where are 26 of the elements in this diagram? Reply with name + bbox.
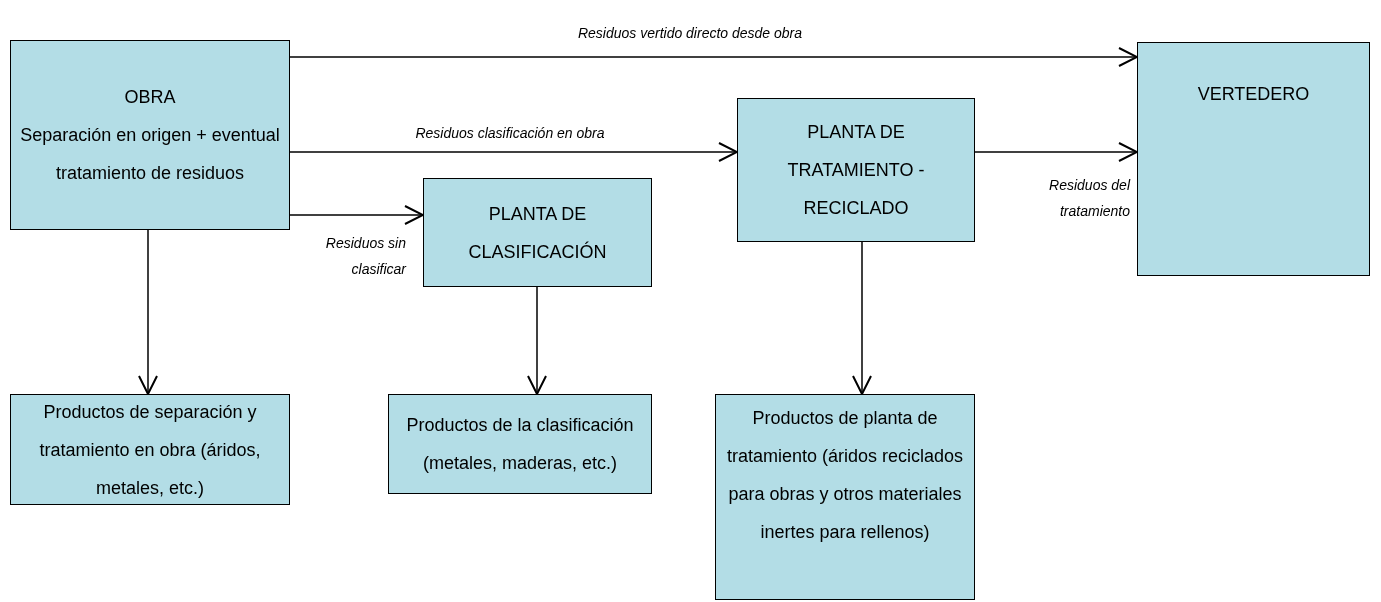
box-text: PLANTA DE CLASIFICACIÓN <box>467 202 608 264</box>
edge-label: Residuos del tratamiento <box>1048 176 1130 221</box>
process-box <box>423 178 652 287</box>
box-text: Separación en origen + eventual tratamiento de residuos <box>19 124 281 185</box>
process-box <box>388 394 652 494</box>
process-box <box>10 394 290 505</box>
edge-label: Residuos sin clasificar <box>324 234 406 279</box>
edge-label: Residuos clasificación en obra <box>414 124 606 143</box>
arrow <box>289 205 424 225</box>
process-box <box>737 98 975 242</box>
arrow <box>289 142 738 162</box>
box-text: VERTEDERO <box>1197 83 1310 106</box>
process-box <box>1137 42 1370 276</box>
box-text: Productos de la clasificación (metales, maderas, etc.) <box>405 414 635 475</box>
box-text: Productos de separación y tratamiento en obra (áridos, metales, etc.) <box>38 400 262 500</box>
arrow <box>138 229 158 395</box>
edge-label: Residuos vertido directo desde obra <box>576 24 804 43</box>
arrow <box>852 241 872 395</box>
process-box <box>10 40 290 230</box>
box-text: PLANTA DE TRATAMIENTO - RECICLADO <box>786 121 926 220</box>
arrow <box>527 286 547 395</box>
process-box <box>715 394 975 600</box>
box-text: Productos de planta de tratamiento (áridos reciclados para obras y otros materiales inertes para rellenos) <box>725 407 965 544</box>
box-text: OBRA <box>124 86 176 109</box>
arrow <box>974 142 1138 162</box>
arrow <box>289 47 1138 67</box>
